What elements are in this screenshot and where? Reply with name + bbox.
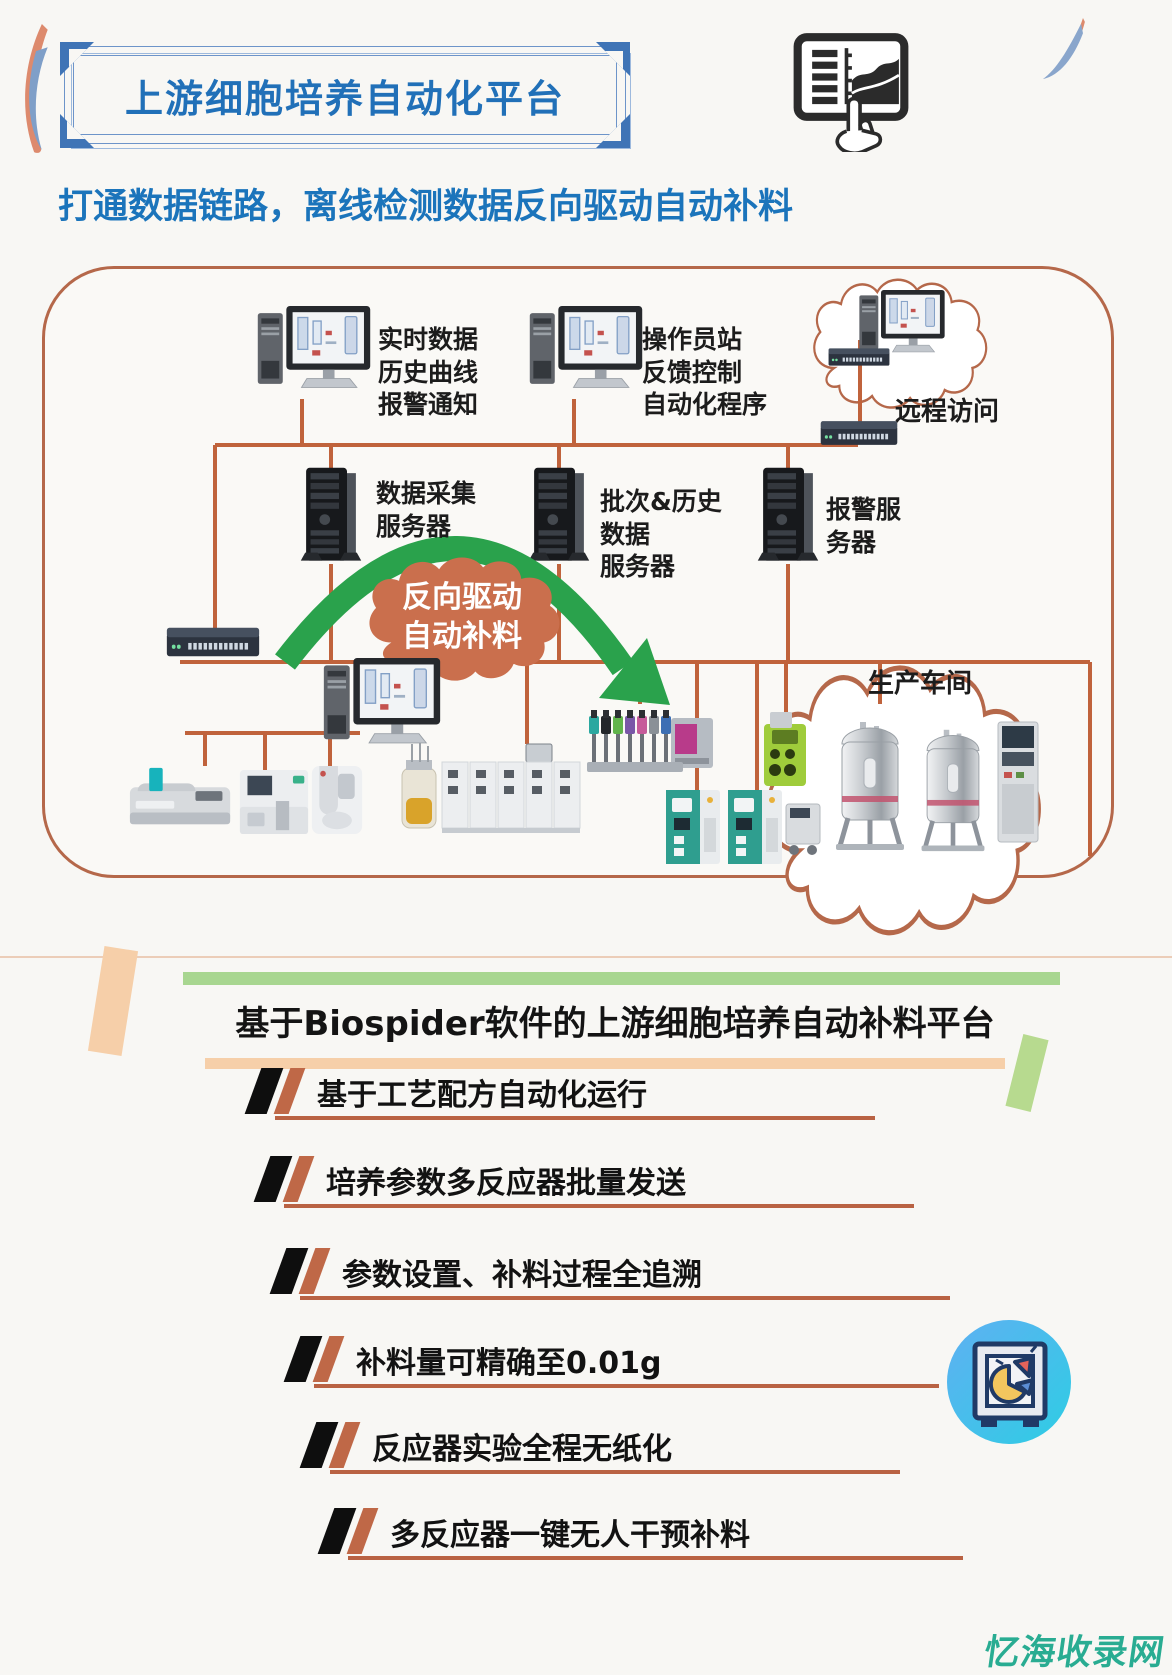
alarm-server-label: 报警服 务器	[826, 495, 902, 557]
safe-pie-chart-icon	[947, 1320, 1071, 1444]
feature-underline	[284, 1204, 914, 1208]
right-swoosh-decoration	[1042, 18, 1085, 80]
section-divider-line	[0, 956, 1172, 958]
remote-access-label: 远程访问	[895, 397, 1000, 427]
frame-corner-icon	[60, 42, 94, 76]
feature-underline	[348, 1556, 963, 1560]
metabolite-analyzer	[239, 769, 309, 835]
frame-corner-icon	[596, 42, 630, 76]
page-title: 上游细胞培养自动化平台	[124, 76, 565, 121]
feature-text: 参数设置、补料过程全追溯	[342, 1258, 702, 1293]
workstation-2-label: 操作员站 反馈控制 自动化程序	[642, 325, 768, 419]
feature-underline	[314, 1384, 939, 1388]
left-swoosh-decoration	[25, 23, 48, 153]
title-frame: 上游细胞培养自动化平台	[60, 42, 631, 149]
frame-corner-icon	[60, 114, 94, 148]
bioreactor-controller-2	[728, 790, 782, 864]
batch-history-server-label: 批次&历史 数据 服务器	[600, 487, 722, 581]
feature-text: 基于工艺配方自动化运行	[317, 1078, 647, 1113]
feature-underline	[300, 1296, 950, 1300]
steel-bioreactor-tank-1	[836, 722, 904, 850]
feature-text: 多反应器一键无人干预补料	[390, 1518, 750, 1553]
feature-text: 培养参数多反应器批量发送	[326, 1166, 686, 1201]
banner-green-accent-right	[1005, 1033, 1049, 1113]
workstation-2-pc	[529, 306, 643, 389]
reverse-drive-arrow	[275, 536, 670, 705]
core-switch-right	[820, 421, 898, 445]
bioreactor-controller-1	[666, 790, 720, 864]
alarm-server	[757, 467, 819, 561]
biochemistry-analyzer	[129, 767, 231, 825]
cell-counter	[311, 765, 363, 835]
feature-text: 反应器实验全程无纸化	[372, 1432, 672, 1467]
page-subtitle: 打通数据链路，离线检测数据反向驱动自动补料	[58, 187, 794, 227]
data-acquisition-server	[300, 467, 362, 561]
supervisor-workstation-pc	[323, 658, 441, 744]
feature-underline	[275, 1116, 875, 1120]
feature-text: 补料量可精确至0.01g	[356, 1346, 662, 1381]
production-workshop-label: 生产车间	[868, 669, 973, 699]
parallel-bioreactor-station	[401, 740, 581, 834]
network-diagram	[129, 278, 1092, 1000]
lab-switch-left	[166, 627, 260, 657]
banner-title: 基于Biospider软件的上游细胞培养自动补料平台	[235, 1004, 995, 1044]
steel-bioreactor-tank-2	[922, 730, 985, 851]
frame-corner-icon	[596, 114, 630, 148]
banner-green-bar	[183, 972, 1060, 985]
remote-switch	[828, 348, 890, 366]
feature-underline	[330, 1470, 900, 1474]
mini-bioreactor-array	[587, 710, 713, 772]
workstation-1-pc	[257, 306, 371, 389]
data-acquisition-server-label: 数据采集 服务器	[376, 479, 477, 541]
workstation-1-label: 实时数据 历史曲线 报警通知	[378, 325, 479, 419]
batch-history-server	[528, 467, 590, 561]
watermark: 忆海收录网	[981, 1633, 1168, 1673]
reverse-drive-cloud-label: 反向驱动 自动补料	[402, 580, 522, 654]
tablet-chart-touch-icon	[793, 33, 909, 152]
network-lines	[180, 340, 1092, 856]
tank-control-tower	[997, 721, 1039, 843]
banner-peach-underline	[205, 1058, 1005, 1069]
